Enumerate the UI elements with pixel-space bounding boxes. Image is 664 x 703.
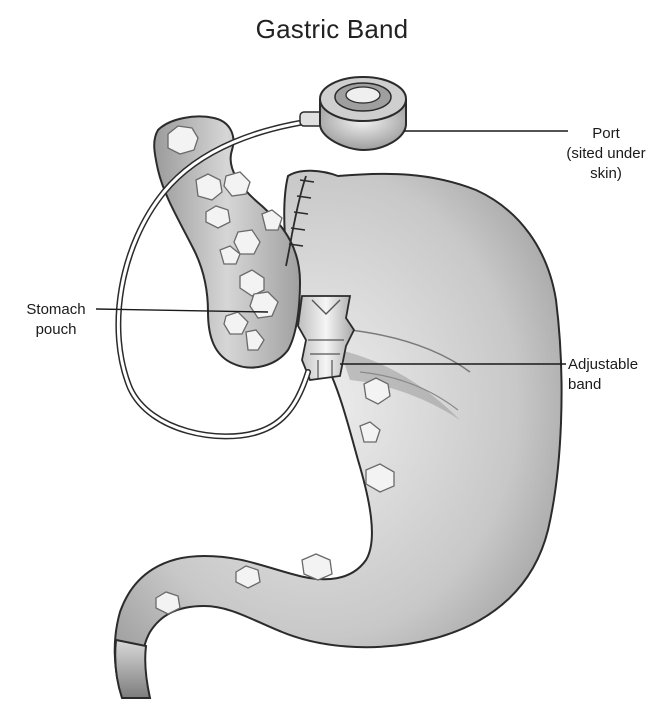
port-device: [320, 77, 406, 150]
duodenum: [115, 640, 150, 698]
label-stomach-pouch-line-2: pouch: [6, 320, 106, 340]
label-port-line-3: skin): [550, 164, 662, 184]
label-stomach-pouch: Stomach pouch: [6, 300, 106, 340]
label-port-line-1: Port: [550, 124, 662, 144]
label-port-line-2: (sited under: [550, 144, 662, 164]
label-adjustable-band-line-2: band: [568, 375, 664, 395]
label-port: Port (sited under skin): [550, 124, 662, 184]
label-adjustable-band: Adjustable band: [568, 355, 664, 395]
label-adjustable-band-line-1: Adjustable: [568, 355, 664, 375]
label-stomach-pouch-line-1: Stomach: [6, 300, 106, 320]
